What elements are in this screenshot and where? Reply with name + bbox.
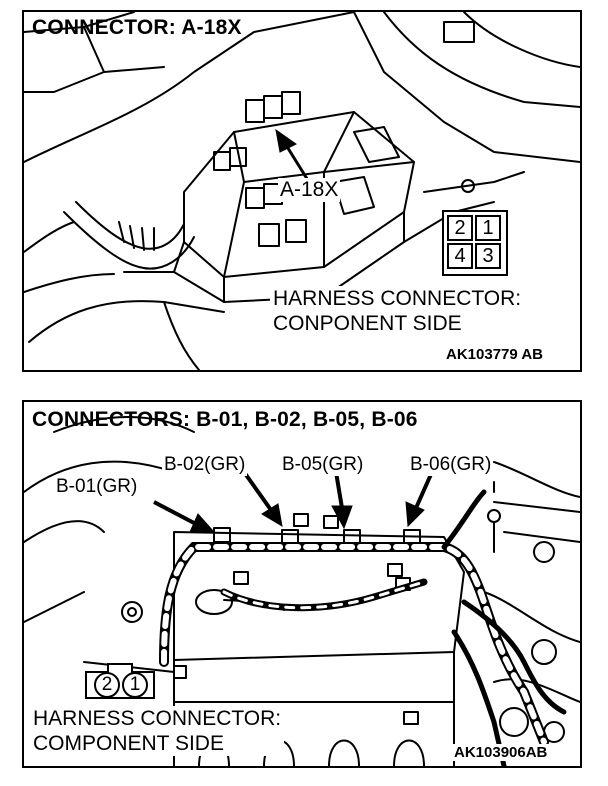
figure-code-b: AK103906AB	[452, 744, 550, 761]
pin-3: 3	[475, 243, 501, 269]
harness-connector-line2: CONPONENT SIDE	[273, 312, 462, 335]
callout-b01: B-01(GR)	[54, 476, 140, 498]
callout-b06: B-06(GR)	[408, 454, 494, 476]
harness-connector-line1-b: HARNESS CONNECTOR:	[33, 707, 282, 730]
pin-4: 4	[447, 243, 473, 269]
panel-title-a18x: CONNECTOR: A-18X	[32, 16, 242, 39]
callout-b02: B-02(GR)	[162, 454, 248, 476]
figure-code: AK103779 AB	[444, 346, 545, 363]
harness-connector-label: HARNESS CONNECTOR: CONPONENT SIDE	[270, 286, 525, 336]
harness-connector-line1: HARNESS CONNECTOR:	[273, 287, 522, 310]
pin-2: 2	[94, 672, 120, 698]
pin-1: 1	[475, 215, 501, 241]
pin-2: 2	[447, 215, 473, 241]
engine-illustration-b-connectors	[24, 416, 580, 766]
pin-layout-a18x: 2 1 4 3	[442, 210, 508, 276]
callout-a18x: A-18X	[278, 178, 341, 202]
connector-a18x-panel: CONNECTOR: A-18X A-18X 2 1 4 3 HARNESS C…	[22, 10, 582, 372]
pin-layout-b: 2 1	[82, 660, 158, 702]
pin-1: 1	[122, 672, 148, 698]
callout-b05: B-05(GR)	[280, 454, 366, 476]
harness-connector-line2-b: COMPONENT SIDE	[33, 732, 224, 755]
connectors-b-panel: CONNECTORS: B-01, B-02, B-05, B-06 B-01(…	[22, 400, 582, 768]
panel-title-b-connectors: CONNECTORS: B-01, B-02, B-05, B-06	[32, 408, 418, 431]
harness-connector-label-b: HARNESS CONNECTOR: COMPONENT SIDE	[30, 706, 285, 756]
